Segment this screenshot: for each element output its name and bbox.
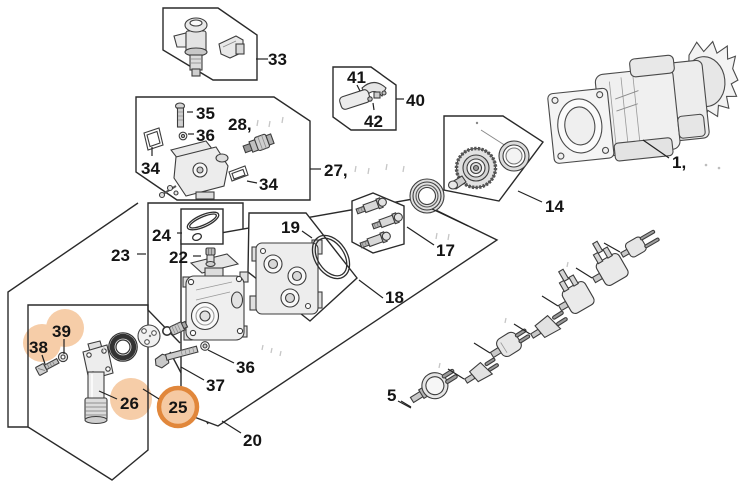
plug-set: [409, 229, 660, 404]
plug-2pin-mid: [529, 310, 568, 339]
screw-38-part: [35, 357, 60, 376]
callout-leaders: [41, 58, 670, 434]
plug-5-euro: [409, 368, 458, 404]
plug-uk-1: [557, 268, 595, 314]
group-box-38: [27, 304, 149, 481]
group-box-outer-left: [7, 202, 139, 428]
callout-1[interactable]: 1,: [672, 153, 686, 172]
callout-27[interactable]: 27,: [324, 161, 348, 180]
callout-36-bottom[interactable]: 36: [236, 358, 255, 377]
valve-26-part: [82, 340, 114, 425]
highlight-ring-25[interactable]: 25: [156, 385, 200, 429]
callout-41[interactable]: 41: [347, 68, 366, 87]
valve-22-part: [205, 247, 216, 268]
callout-28[interactable]: 28,: [228, 115, 252, 134]
pump-body-27-part: [158, 140, 229, 200]
washer-36-part: [200, 341, 210, 351]
carb-body-part: [182, 253, 249, 341]
callout-5[interactable]: 5: [387, 386, 396, 405]
washer-36-top-part: [178, 131, 188, 141]
plug-2pin-small: [463, 357, 499, 384]
nozzle-28-part: [242, 133, 275, 154]
membrane-disc-part: [137, 324, 161, 348]
threaded-plug-part: [169, 320, 189, 336]
highlight-26[interactable]: [110, 378, 152, 420]
callout-23[interactable]: 23: [111, 246, 130, 265]
callout-38[interactable]: 38: [29, 338, 48, 357]
gasket-24-part: [186, 211, 220, 242]
callout-17[interactable]: 17: [436, 241, 455, 260]
callout-42[interactable]: 42: [364, 112, 383, 131]
callout-35[interactable]: 35: [196, 104, 215, 123]
plug-leaders: [397, 242, 621, 409]
clutch-gear-part: [447, 121, 507, 190]
callout-24[interactable]: 24: [152, 226, 171, 245]
gasket-34-right-part: [228, 165, 249, 182]
callout-34-right[interactable]: 34: [259, 175, 278, 194]
oil-seal-part: [108, 332, 138, 362]
primer-valve-part: [173, 17, 208, 77]
screw-35-part: [174, 102, 186, 128]
pump-cover-part: [249, 239, 323, 315]
callout-20[interactable]: 20: [243, 431, 262, 450]
cover-42-part: [339, 89, 381, 110]
callout-18[interactable]: 18: [385, 288, 404, 307]
bearing-inner-part: [498, 140, 530, 172]
callout-19[interactable]: 19: [281, 218, 300, 237]
bolt-37-part: [154, 345, 199, 369]
callout-22[interactable]: 22: [169, 248, 188, 267]
callout-33[interactable]: 33: [268, 50, 287, 69]
seal-ring-leader: [431, 208, 469, 227]
callout-37[interactable]: 37: [206, 376, 225, 395]
highlight-39[interactable]: [46, 309, 84, 347]
soft-highlights: [23, 309, 152, 420]
valve-lever-part: [218, 35, 245, 59]
callout-14[interactable]: 14: [545, 197, 564, 216]
plug-uk-2: [591, 240, 629, 286]
plug-us-flat: [619, 229, 660, 258]
plug-euro-angled: [489, 328, 531, 359]
callout-36-top[interactable]: 36: [196, 126, 215, 145]
engine-assembly: [547, 40, 739, 164]
callout-25[interactable]: 25: [169, 398, 188, 417]
faded-callout-marks: [102, 116, 721, 369]
callout-39[interactable]: 39: [52, 322, 71, 341]
nut-39-part: [57, 351, 69, 363]
callout-26[interactable]: 26: [120, 394, 139, 413]
seal-ring-part: [409, 178, 445, 214]
callout-labels: 33 35 36 34 28, 34 27, 41 42 40 14 1, 17…: [29, 50, 686, 450]
callout-40[interactable]: 40: [406, 91, 425, 110]
group-box-23: [147, 202, 244, 344]
gasket-34-left-part: [143, 127, 164, 151]
o-ring-19-part: [311, 234, 351, 280]
callout-34-left[interactable]: 34: [141, 159, 160, 178]
